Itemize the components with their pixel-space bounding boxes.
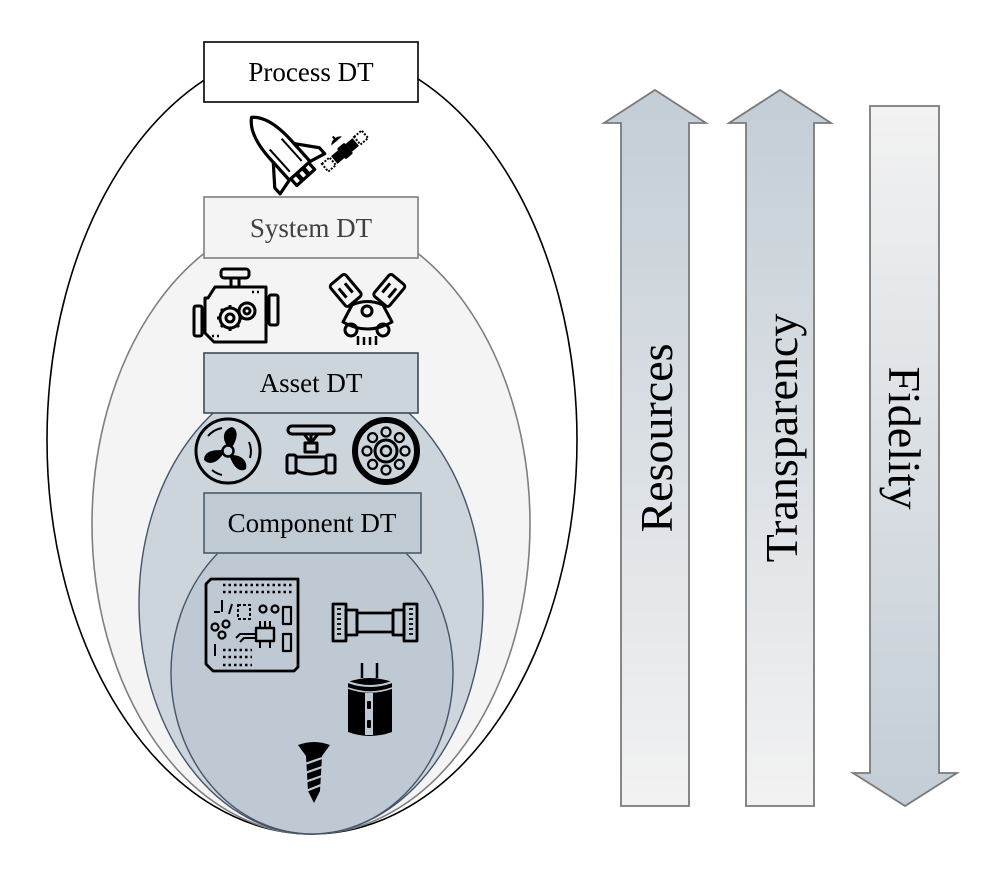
fidelity-arrow: Fidelity — [849, 105, 961, 808]
component-dt-box: Component DT — [203, 492, 422, 554]
asset-dt-box: Asset DT — [203, 352, 419, 414]
component-dt-label: Component DT — [228, 508, 397, 538]
process-dt-box: Process DT — [203, 41, 419, 103]
resources-arrow: Resources — [600, 88, 710, 807]
satellite-icon — [320, 129, 370, 173]
fan-icon — [194, 417, 262, 485]
circuit-board-icon — [204, 577, 300, 673]
asset-dt-label: Asset DT — [260, 368, 363, 398]
resources-label: Resources — [631, 343, 682, 532]
screw-icon — [298, 742, 330, 803]
system-dt-box: System DT — [203, 196, 419, 259]
process-dt-label: Process DT — [248, 57, 374, 87]
capacitor-icon — [347, 663, 393, 736]
v-engine-icon — [328, 273, 407, 345]
fidelity-label: Fidelity — [879, 366, 930, 509]
transparency-label: Transparency — [756, 314, 807, 563]
transparency-arrow: Transparency — [725, 88, 835, 807]
shaft-coupling-icon — [331, 602, 419, 643]
space-shuttle-icon — [249, 115, 327, 196]
valve-icon — [285, 424, 337, 476]
system-dt-label: System DT — [250, 213, 373, 243]
engine-gears-icon — [192, 267, 280, 344]
ball-bearing-icon — [352, 417, 420, 485]
